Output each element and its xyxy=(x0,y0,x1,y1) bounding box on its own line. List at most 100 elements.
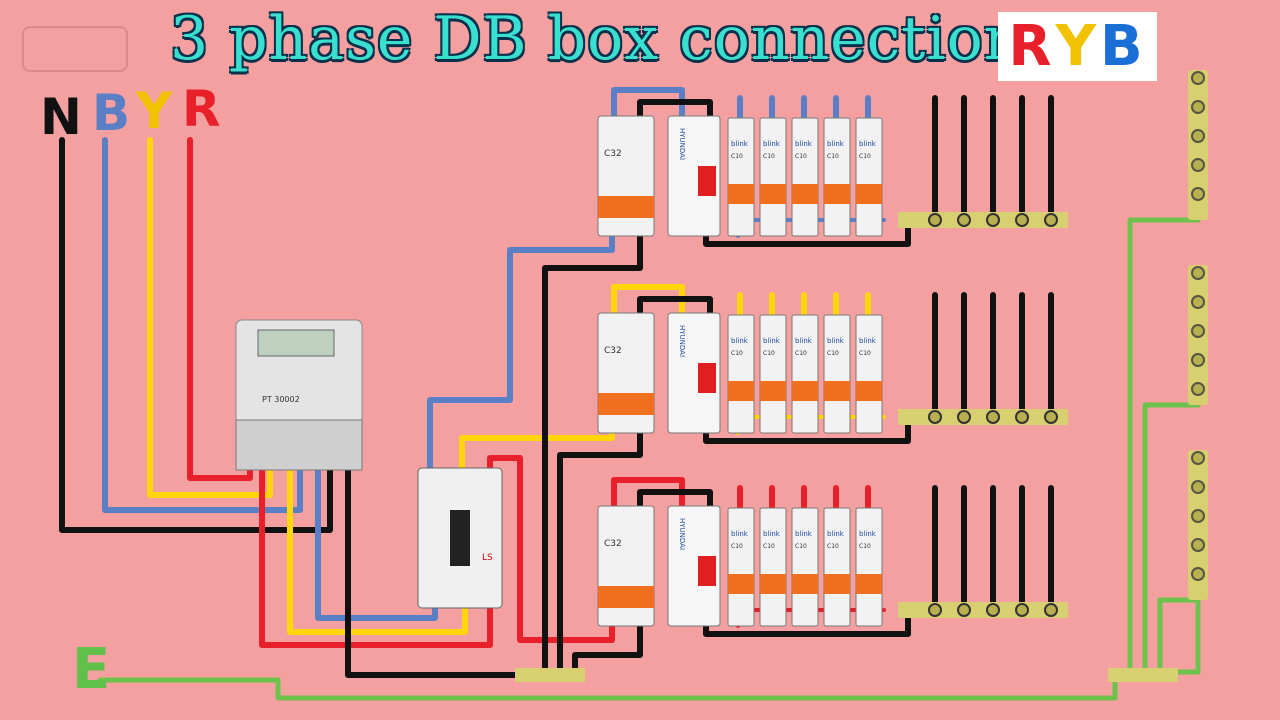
load-terminal xyxy=(1044,603,1058,617)
load-terminal xyxy=(1015,603,1029,617)
branch-mcb xyxy=(855,314,883,434)
rccb-brand: HYUNDAI xyxy=(678,518,686,550)
branch-mcb-brand: blink xyxy=(827,530,845,538)
rccb-toggle xyxy=(698,166,716,196)
neutral-out-wire xyxy=(703,217,911,247)
rccb-brand: HYUNDAI xyxy=(678,128,686,160)
branch-mcb-brand: blink xyxy=(859,140,877,148)
branch-mcb xyxy=(727,117,755,237)
branch-mcb-brand: blink xyxy=(763,337,781,345)
branch-mcb xyxy=(791,507,819,627)
load-terminal xyxy=(957,603,971,617)
branch-mcb-handle xyxy=(856,184,882,204)
rccb xyxy=(667,505,721,627)
earth-terminal xyxy=(1191,567,1205,581)
rccb-brand: HYUNDAI xyxy=(678,325,686,357)
branch-mcb-rating: C10 xyxy=(795,153,807,160)
earth-terminal xyxy=(1191,353,1205,367)
earth-terminal xyxy=(1191,158,1205,172)
neutral-bar-icon xyxy=(898,409,1068,425)
branch-mcb-handle xyxy=(824,574,850,594)
main-mcb-handle xyxy=(598,393,654,415)
branch-mcb-handle xyxy=(728,184,754,204)
branch-mcb-rating: C10 xyxy=(731,350,743,357)
branch-mcb-rating: C10 xyxy=(859,543,871,550)
meter-label: PT 30002 xyxy=(262,395,300,404)
terminals xyxy=(928,71,1205,617)
mccb-to-row1-blue xyxy=(427,222,615,473)
branch-mcb-handle xyxy=(760,574,786,594)
mccb-toggle xyxy=(450,510,470,566)
branch-mcb-brand: blink xyxy=(827,140,845,148)
branch-mcb-handle xyxy=(824,184,850,204)
load-terminal xyxy=(957,213,971,227)
branch-mcb-rating: C10 xyxy=(859,350,871,357)
earth-riser-4 xyxy=(1175,597,1201,675)
branch-mcb-brand: blink xyxy=(763,530,781,538)
earth-terminal xyxy=(1191,451,1205,465)
branch-mcb xyxy=(727,314,755,434)
earth-terminal xyxy=(1191,71,1205,85)
red-phase-label: R xyxy=(182,80,221,138)
earth-terminal xyxy=(1191,538,1205,552)
branch-mcb xyxy=(791,314,819,434)
main-mcb-handle xyxy=(598,196,654,218)
meter-neutral-to-link xyxy=(345,437,533,678)
load-terminal xyxy=(986,410,1000,424)
main-mcb-rating: C32 xyxy=(604,149,622,159)
branch-mcb-rating: C10 xyxy=(763,350,775,357)
branch-mcb-brand: blink xyxy=(731,530,749,538)
earth-label: E xyxy=(72,637,111,702)
branch-mcb-brand: blink xyxy=(763,140,781,148)
mccb-to-row2-yellow xyxy=(459,417,615,473)
branch-mcb-rating: C10 xyxy=(859,153,871,160)
branch-mcb-rating: C10 xyxy=(827,350,839,357)
earth-terminal xyxy=(1191,480,1205,494)
row-neutral-bridge xyxy=(637,296,713,316)
branch-mcb-rating: C10 xyxy=(795,543,807,550)
neutral-out-wire xyxy=(703,607,911,637)
yellow-phase-label: Y xyxy=(136,82,173,140)
earth-main-wire xyxy=(97,669,1118,701)
branch-mcb xyxy=(727,507,755,627)
branch-mcb-handle xyxy=(856,381,882,401)
earth-terminal xyxy=(1191,382,1205,396)
rccb xyxy=(667,115,721,237)
branch-mcb-rating: C10 xyxy=(731,543,743,550)
load-terminal xyxy=(986,213,1000,227)
earth-terminal xyxy=(1191,509,1205,523)
branch-mcb xyxy=(823,117,851,237)
neutral-to-row3 xyxy=(572,607,643,678)
branch-mcb-handle xyxy=(728,574,754,594)
load-terminal xyxy=(1044,213,1058,227)
branch-mcb-brand: blink xyxy=(795,337,813,345)
wires xyxy=(59,87,1201,701)
branch-mcb-brand: blink xyxy=(859,530,877,538)
branch-mcb-rating: C10 xyxy=(827,153,839,160)
branch-mcb-handle xyxy=(824,381,850,401)
badge-b: B xyxy=(1100,14,1147,79)
badge-y: Y xyxy=(1055,14,1100,79)
meter-to-mccb-red xyxy=(259,437,493,648)
earth-riser-3 xyxy=(1157,597,1201,675)
earth-link-bar xyxy=(1108,668,1178,682)
branch-mcb-brand: blink xyxy=(827,337,845,345)
branch-mcb-handle xyxy=(792,381,818,401)
branch-mcb-handle xyxy=(728,381,754,401)
branch-mcb-rating: C10 xyxy=(763,153,775,160)
earth-terminal xyxy=(1191,187,1205,201)
page-title: 3 phase DB box connection xyxy=(170,4,1024,74)
branch-mcb-handle xyxy=(792,184,818,204)
branch-mcb xyxy=(791,117,819,237)
mccb-brand: LS xyxy=(482,553,493,563)
branch-mcb xyxy=(855,507,883,627)
branch-mcb-handle xyxy=(760,381,786,401)
main-mcb-rating: C32 xyxy=(604,346,622,356)
channel-logo-icon xyxy=(22,26,128,72)
branch-mcb-rating: C10 xyxy=(731,153,743,160)
branch-mcb-brand: blink xyxy=(795,530,813,538)
branch-mcb xyxy=(855,117,883,237)
load-terminal xyxy=(928,213,942,227)
